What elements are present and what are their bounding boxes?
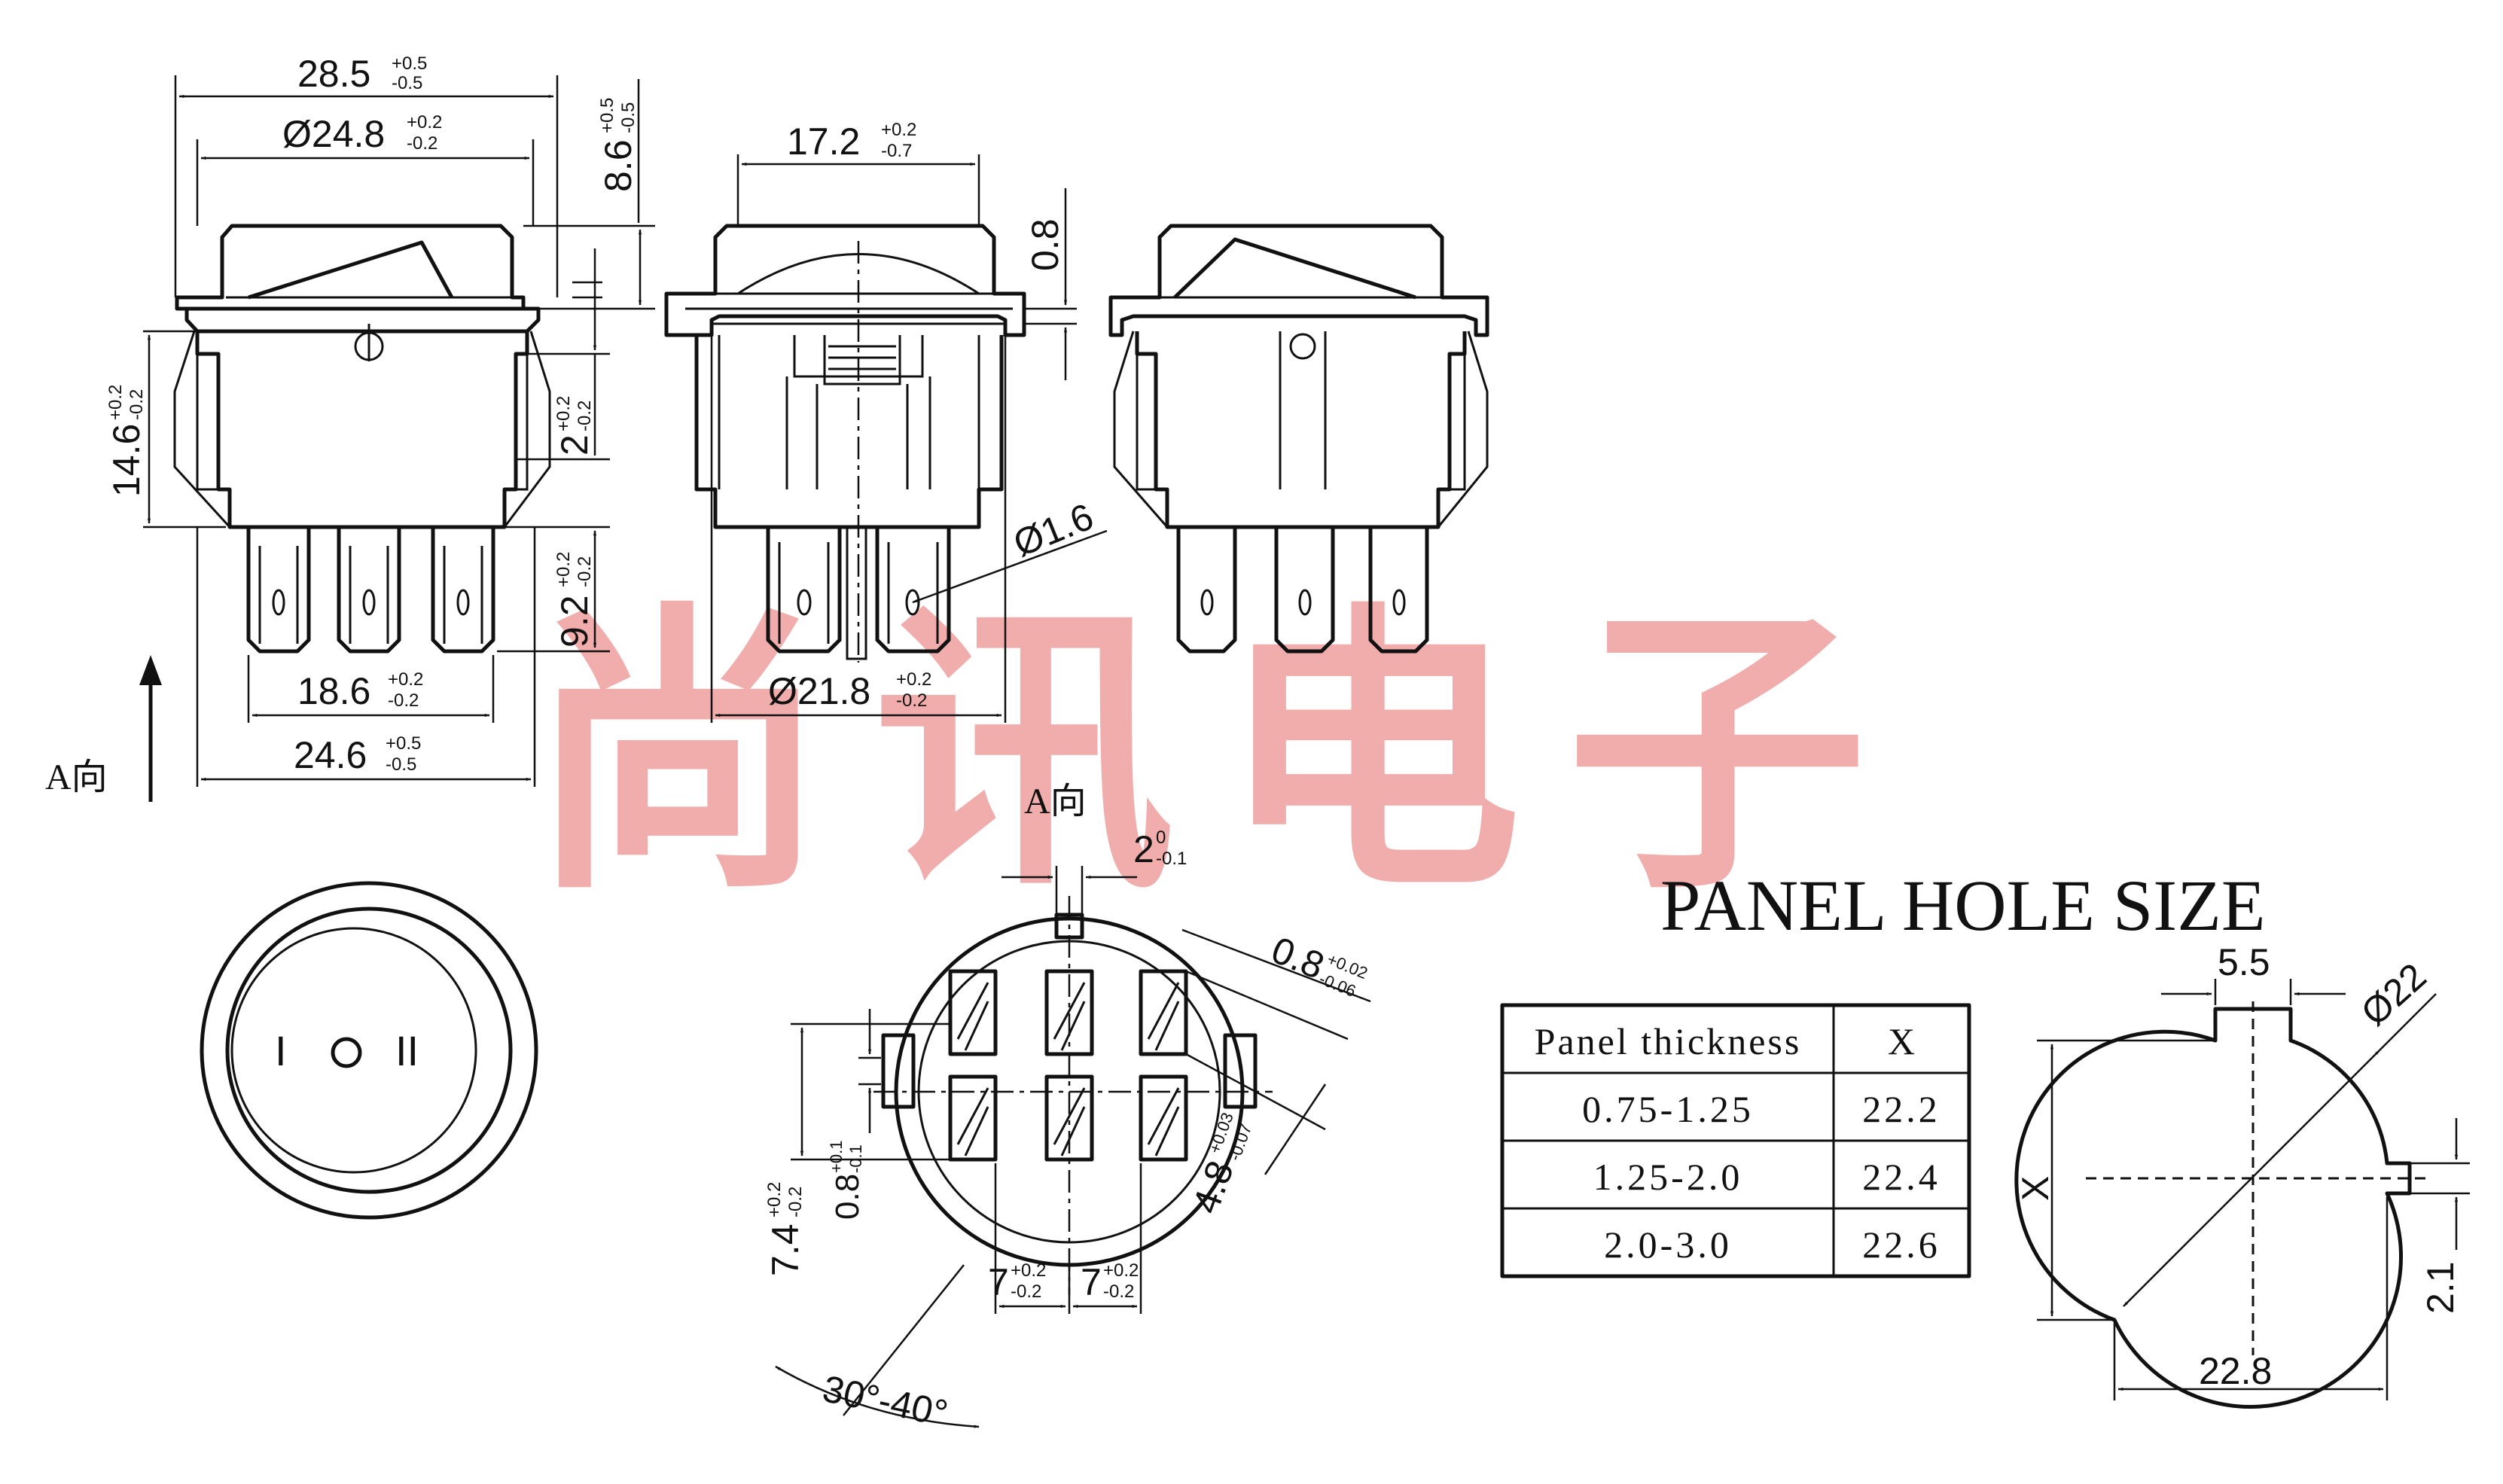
- svg-text:+0.2: +0.2: [553, 396, 574, 431]
- side-dimension-lines: [710, 154, 1108, 723]
- svg-text:+0.2: +0.2: [1103, 1260, 1139, 1281]
- svg-text:-0.2: -0.2: [785, 1187, 806, 1217]
- svg-text:14.6: 14.6: [105, 424, 148, 497]
- symbol-o: [331, 1037, 362, 1068]
- svg-text:2: 2: [553, 434, 596, 456]
- svg-text:30°-40°: 30°-40°: [819, 1367, 952, 1435]
- svg-text:X: X: [2014, 1176, 2056, 1201]
- svg-text:Ø22: Ø22: [2353, 955, 2434, 1034]
- svg-text:8.6: 8.6: [597, 139, 639, 192]
- svg-text:A向: A向: [45, 757, 108, 797]
- svg-text:+0.2: +0.2: [553, 552, 574, 587]
- top-view: I II: [200, 881, 538, 1220]
- svg-text:+0.2: +0.2: [881, 120, 916, 140]
- panel-thickness-table: Panel thickness X 0.75-1.25 22.2 1.25-2.…: [1500, 1003, 1971, 1278]
- svg-text:A向: A向: [1024, 782, 1087, 821]
- svg-text:-0.2: -0.2: [575, 401, 595, 431]
- back-terminals: [1176, 527, 1429, 654]
- svg-text:-0.1: -0.1: [846, 1144, 865, 1173]
- svg-text:+0.5: +0.5: [392, 53, 427, 74]
- svg-text:7: 7: [1081, 1261, 1102, 1303]
- svg-text:17.2: 17.2: [787, 120, 860, 163]
- svg-text:Ø21.8: Ø21.8: [768, 670, 870, 712]
- svg-text:-0.2: -0.2: [388, 690, 419, 711]
- svg-text:0.8: 0.8: [1024, 218, 1066, 271]
- table-header-thickness: Panel thickness: [1535, 1020, 1802, 1062]
- svg-text:-0.2: -0.2: [1103, 1281, 1134, 1302]
- svg-text:2.1: 2.1: [2419, 1261, 2462, 1314]
- svg-text:-0.5: -0.5: [386, 754, 416, 775]
- svg-text:0: 0: [1156, 827, 1166, 848]
- svg-text:-0.2: -0.2: [575, 556, 595, 587]
- svg-text:+0.2: +0.2: [407, 112, 442, 133]
- symbol-off: I: [275, 1027, 287, 1074]
- svg-text:0.8: 0.8: [829, 1174, 866, 1220]
- svg-text:2: 2: [1133, 828, 1154, 870]
- svg-text:-0.7: -0.7: [881, 141, 912, 161]
- table-header-x: X: [1888, 1020, 1915, 1062]
- svg-text:-0.5: -0.5: [392, 73, 422, 93]
- view-a-arrow: A向: [45, 655, 162, 802]
- svg-text:7: 7: [988, 1261, 1009, 1303]
- svg-text:Ø1.6: Ø1.6: [1008, 495, 1099, 565]
- svg-text:+0.2: +0.2: [388, 669, 423, 690]
- table-cell: 1.25-2.0: [1593, 1156, 1743, 1198]
- svg-text:+0.2: +0.2: [1011, 1260, 1046, 1281]
- svg-text:+0.2: +0.2: [105, 385, 126, 420]
- svg-text:+0.2: +0.2: [896, 669, 931, 690]
- panel-hole-section: PANEL HOLE SIZE Panel thickness X 0.75-1…: [1500, 865, 2470, 1409]
- svg-text:28.5: 28.5: [297, 53, 370, 95]
- svg-text:Ø24.8: Ø24.8: [282, 113, 385, 155]
- svg-text:+0.1: +0.1: [827, 1141, 846, 1173]
- back-view: [1108, 224, 1489, 654]
- bottom-dimension-lines: [775, 866, 1371, 1428]
- svg-text:+0.5: +0.5: [597, 98, 617, 133]
- table-cell: 2.0-3.0: [1604, 1223, 1732, 1266]
- svg-text:7.4: 7.4: [764, 1223, 806, 1276]
- svg-text:4.8: 4.8: [1184, 1155, 1242, 1218]
- svg-text:-0.2: -0.2: [407, 133, 437, 154]
- svg-text:-0.1: -0.1: [1156, 849, 1187, 869]
- table-cell: 22.6: [1862, 1223, 1941, 1266]
- svg-text:-0.2: -0.2: [127, 389, 147, 420]
- table-cell: 22.4: [1862, 1156, 1941, 1198]
- bottom-terminal-grid: [948, 969, 1188, 1162]
- svg-text:+0.2: +0.2: [764, 1182, 785, 1217]
- svg-text:-0.5: -0.5: [618, 102, 639, 133]
- table-cell: 0.75-1.25: [1582, 1088, 1754, 1130]
- front-dimension-lines: [143, 75, 655, 787]
- svg-text:22.8: 22.8: [2199, 1350, 2272, 1392]
- panel-hole-title: PANEL HOLE SIZE: [1660, 865, 2266, 946]
- svg-text:9.2: 9.2: [553, 595, 596, 648]
- svg-text:+0.5: +0.5: [386, 733, 421, 754]
- svg-text:24.6: 24.6: [294, 734, 367, 776]
- watermark-text: 尚讯电子: [527, 580, 1913, 930]
- front-view: 28.5 +0.5 -0.5 Ø24.8 +0.2 -0.2 8.6 +0.5 …: [45, 53, 655, 802]
- svg-text:-0.2: -0.2: [896, 690, 927, 711]
- svg-text:18.6: 18.6: [297, 670, 370, 712]
- svg-text:5.5: 5.5: [2218, 941, 2270, 983]
- panel-hole-diagram: [2014, 979, 2470, 1409]
- svg-text:-0.2: -0.2: [1011, 1281, 1041, 1302]
- front-dimension-text: 28.5 +0.5 -0.5 Ø24.8 +0.2 -0.2 8.6 +0.5 …: [105, 53, 639, 776]
- table-cell: 22.2: [1862, 1088, 1941, 1130]
- symbol-two: II: [395, 1027, 419, 1074]
- side-view: 17.2 +0.2 -0.7 0.8 Ø1.6 Ø21.8 +0.2 -0.2 …: [664, 120, 1108, 821]
- front-terminals: [246, 527, 495, 654]
